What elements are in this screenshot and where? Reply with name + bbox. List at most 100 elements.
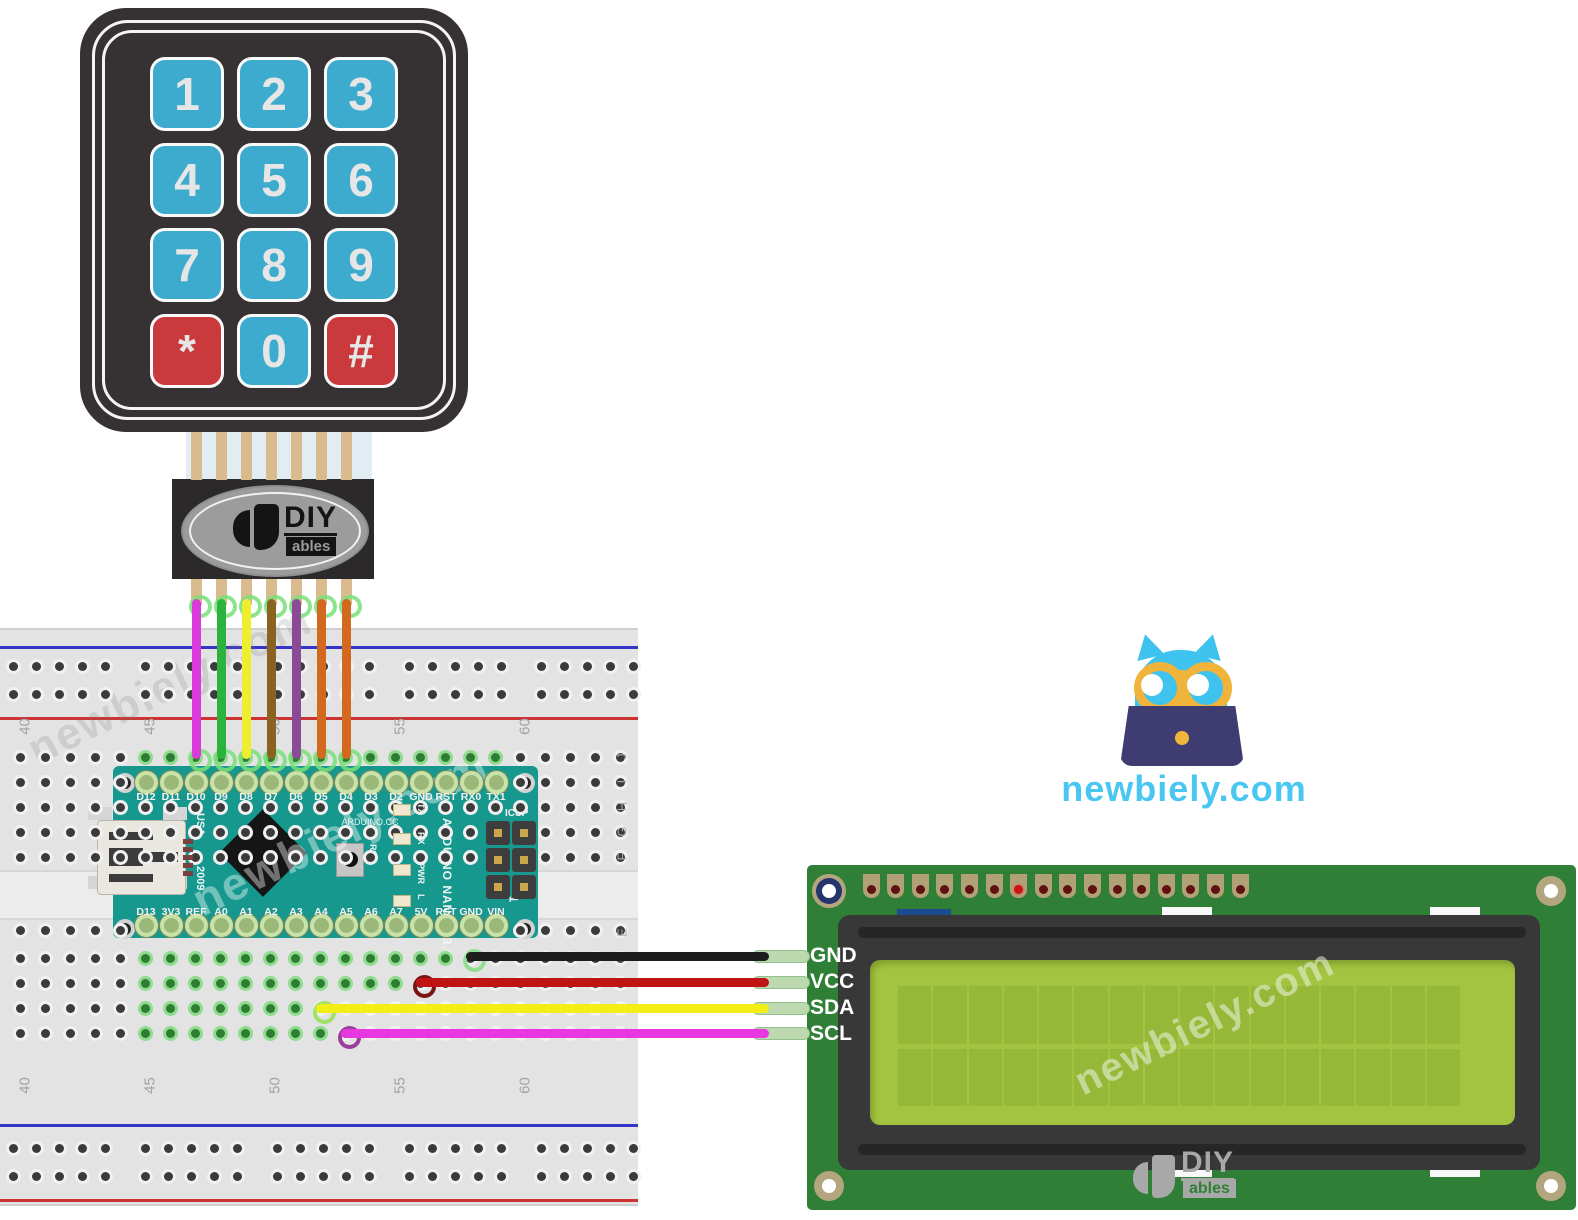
breadboard-hole <box>16 926 25 935</box>
breadboard-hole <box>591 926 600 935</box>
power-rail-hole <box>210 690 219 699</box>
nano-pin-A4 <box>310 914 333 937</box>
breadboard-hole <box>216 828 225 837</box>
connector-pin <box>216 579 227 605</box>
nano-pin-D5 <box>310 771 333 794</box>
nano-pin-label: REF <box>185 906 207 918</box>
keypad-key-2: 2 <box>237 57 311 131</box>
breadboard-hole <box>616 753 625 762</box>
power-rail-hole <box>164 690 173 699</box>
breadboard-hole <box>491 753 500 762</box>
lcd-header-pad <box>1157 874 1175 898</box>
breadboard-hole <box>541 926 550 935</box>
nano-pin-TX1 <box>485 771 508 794</box>
breadboard-hole <box>91 853 100 862</box>
breadboard-hole <box>16 1004 25 1013</box>
nano-pin-VIN <box>485 914 508 937</box>
power-rail-hole <box>164 1144 173 1153</box>
power-rail-hole <box>537 1144 546 1153</box>
led-label-RX: RX <box>416 832 426 845</box>
nano-pin-A0 <box>210 914 233 937</box>
breadboard-hole <box>341 853 350 862</box>
breadboard-hole <box>441 853 450 862</box>
breadboard-hole <box>191 979 200 988</box>
power-rail-hole <box>296 1172 305 1181</box>
icsp-header-pin <box>486 821 510 845</box>
power-rail-hole <box>32 662 41 671</box>
power-rail-hole <box>365 1144 374 1153</box>
breadboard-hole <box>316 954 325 963</box>
power-rail-hole <box>537 690 546 699</box>
keypad-key-7: 7 <box>150 228 224 302</box>
breadboard-hole <box>166 753 175 762</box>
nano-pin-label: A1 <box>239 906 253 918</box>
keypad-outline-inner <box>102 30 446 410</box>
lcd-header-pad <box>1010 874 1028 898</box>
breadboard-hole <box>591 803 600 812</box>
breadboard-hole <box>16 803 25 812</box>
lcd-character-cell <box>1426 1048 1460 1106</box>
breadboard-hole <box>291 1029 300 1038</box>
keypad-key-8: 8 <box>237 228 311 302</box>
power-rail-hole <box>233 1144 242 1153</box>
breadboard-hole <box>341 979 350 988</box>
breadboard-column-number: 60 <box>516 1077 534 1094</box>
lcd-header-pad <box>1083 874 1101 898</box>
lcd-mount-hole <box>822 884 836 898</box>
breadboard-hole <box>116 853 125 862</box>
diyables-logo-icon <box>254 504 279 550</box>
breadboard-hole <box>391 828 400 837</box>
breadboard-hole <box>41 828 50 837</box>
lcd-character-cell <box>1250 986 1284 1044</box>
breadboard-hole <box>191 1029 200 1038</box>
lcd-character-cell <box>1074 1048 1108 1106</box>
breadboard-hole <box>141 954 150 963</box>
lcd-pin-label-SCL: SCL <box>810 1022 852 1045</box>
nano-pin-label: D10 <box>186 791 206 803</box>
lcd-character-grid <box>898 986 1460 1106</box>
breadboard-hole <box>41 926 50 935</box>
bezel-groove <box>858 1144 1526 1155</box>
nano-pin-D10 <box>185 771 208 794</box>
breadboard-hole <box>91 778 100 787</box>
usb-pin <box>183 855 193 860</box>
power-rail-hole <box>55 662 64 671</box>
breadboard-hole <box>16 778 25 787</box>
breadboard-hole <box>216 803 225 812</box>
breadboard-column-number: 40 <box>16 1077 34 1094</box>
nano-arduino-cc-text: ARDUINO.CC <box>341 817 399 827</box>
icsp-label: ICSP <box>505 808 529 819</box>
nano-pin-D13 <box>135 914 158 937</box>
breadboard-row-letter: H <box>614 801 630 812</box>
power-rail-hole <box>273 1144 282 1153</box>
power-rail-hole <box>164 662 173 671</box>
breadboard-hole <box>441 954 450 963</box>
breadboard-hole <box>291 1004 300 1013</box>
connector-pin <box>241 579 252 605</box>
breadboard-column-number: 60 <box>516 718 534 735</box>
power-rail-hole <box>55 1144 64 1153</box>
nano-pin-RX0 <box>460 771 483 794</box>
breadboard-hole <box>91 1004 100 1013</box>
nano-pin-A3 <box>285 914 308 937</box>
nano-pin-label: RX0 <box>460 791 482 803</box>
power-rail-hole <box>365 662 374 671</box>
usb-pin <box>183 847 193 852</box>
breadboard-column-number: 50 <box>266 1077 284 1094</box>
breadboard-hole <box>191 853 200 862</box>
breadboard-hole <box>366 803 375 812</box>
power-rail-hole <box>78 690 87 699</box>
power-rail-hole <box>233 662 242 671</box>
nano-pin-label: D6 <box>289 791 303 803</box>
power-rail-hole <box>101 690 110 699</box>
power-rail-hole <box>405 1172 414 1181</box>
lcd-header-pad <box>1182 874 1200 898</box>
lcd-character-cell <box>1321 986 1355 1044</box>
keypad-wire-D9 <box>216 599 226 759</box>
lcd-character-cell <box>1039 1048 1073 1106</box>
lcd-character-cell <box>1285 1048 1319 1106</box>
breadboard-hole <box>266 1029 275 1038</box>
power-rail-hole <box>428 662 437 671</box>
breadboard-hole <box>366 753 375 762</box>
breadboard-hole <box>266 979 275 988</box>
